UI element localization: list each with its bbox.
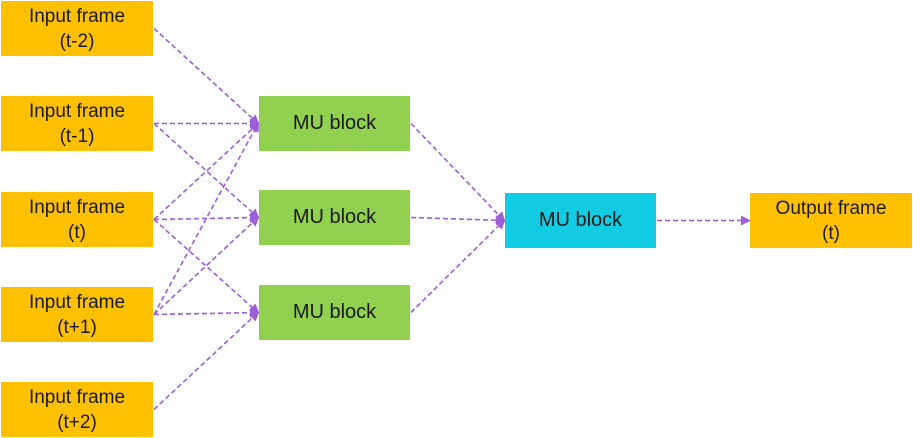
mu-block-label: MU block <box>292 206 377 228</box>
mu-block-bottom: MU block <box>259 285 410 340</box>
input-frame-label: Input frame <box>28 386 126 408</box>
mu-block-label: MU block <box>292 301 377 323</box>
mu-block-label: MU block <box>292 112 377 134</box>
input-frame-time: (t+1) <box>57 316 97 338</box>
input-frame-time: (t) <box>68 221 86 243</box>
input-frame-label: Input frame <box>28 291 126 313</box>
input-frame-t-plus-1: Input frame (t+1) <box>1 287 153 342</box>
edge-mu-2-to-final <box>410 219 506 314</box>
edge-mu-1-to-final <box>410 215 506 226</box>
output-frame: Output frame (t) <box>750 193 912 248</box>
mu-block-label: MU block <box>538 209 623 231</box>
input-frame-time: (t+2) <box>57 411 97 433</box>
mu-block-top: MU block <box>259 96 410 151</box>
edge-input-3-to-mu-2 <box>153 307 260 318</box>
edge-input-3-to-mu-1 <box>153 216 260 316</box>
edge-input-1-to-mu-1 <box>153 122 260 219</box>
edge-input-2-to-mu-1 <box>153 212 260 223</box>
edge-input-2-to-mu-2 <box>153 218 260 314</box>
edge-input-3-to-mu-0 <box>153 121 259 315</box>
output-frame-label: Output frame <box>775 197 887 219</box>
edge-input-2-to-mu-0 <box>153 122 260 221</box>
input-frame-time: (t-2) <box>59 30 95 52</box>
input-frame-time: (t-1) <box>59 125 95 147</box>
output-frame-time: (t) <box>822 222 840 244</box>
input-frame-t-minus-1: Input frame (t-1) <box>1 96 153 151</box>
input-frame-label: Input frame <box>28 5 126 27</box>
mu-block-middle: MU block <box>259 190 410 245</box>
edge-input-4-to-mu-2 <box>153 311 260 411</box>
input-frame-t-minus-2: Input frame (t-2) <box>1 1 153 56</box>
input-frame-label: Input frame <box>28 196 126 218</box>
input-frame-t: Input frame (t) <box>1 192 153 247</box>
edge-input-0-to-mu-0 <box>153 27 260 125</box>
input-frame-label: Input frame <box>28 100 126 122</box>
input-frame-t-plus-2: Input frame (t+2) <box>1 382 153 437</box>
mu-block-final: MU block <box>505 193 656 248</box>
edge-mu-0-to-final <box>410 122 506 222</box>
